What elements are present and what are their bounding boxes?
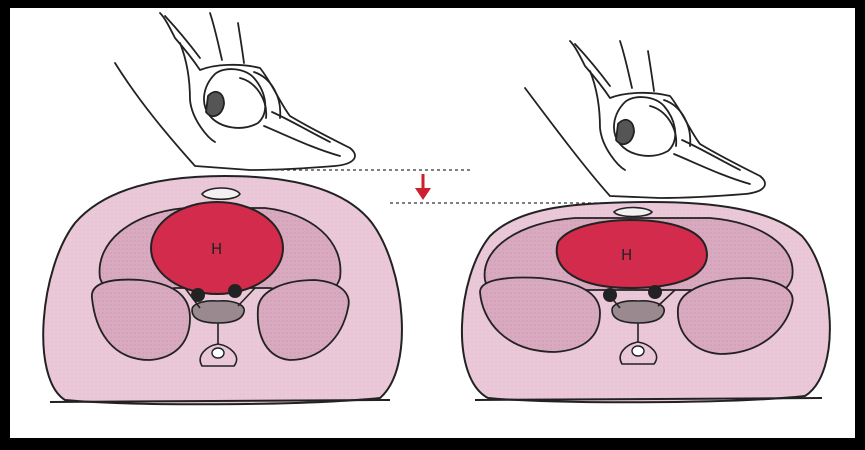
heart-label: H: [211, 240, 222, 258]
spinal-canal-compressed: [632, 346, 644, 356]
spine-compressed: [612, 301, 664, 323]
esophagus: [228, 284, 242, 298]
panel-compressed: H: [462, 41, 830, 402]
sternum-compressed: [614, 208, 652, 217]
panel-before: H: [43, 13, 402, 404]
spinal-canal: [212, 348, 224, 358]
esophagus-compressed: [648, 285, 662, 299]
heart-label-compressed: H: [621, 246, 632, 264]
diagram-frame: H: [10, 8, 855, 438]
cpr-compression-diagram: H: [10, 8, 855, 438]
down-arrow-icon: [415, 174, 431, 200]
spine: [192, 301, 244, 323]
sternum: [202, 188, 240, 199]
hand-icon-compressed: [525, 41, 765, 198]
hand-icon: [115, 13, 355, 170]
